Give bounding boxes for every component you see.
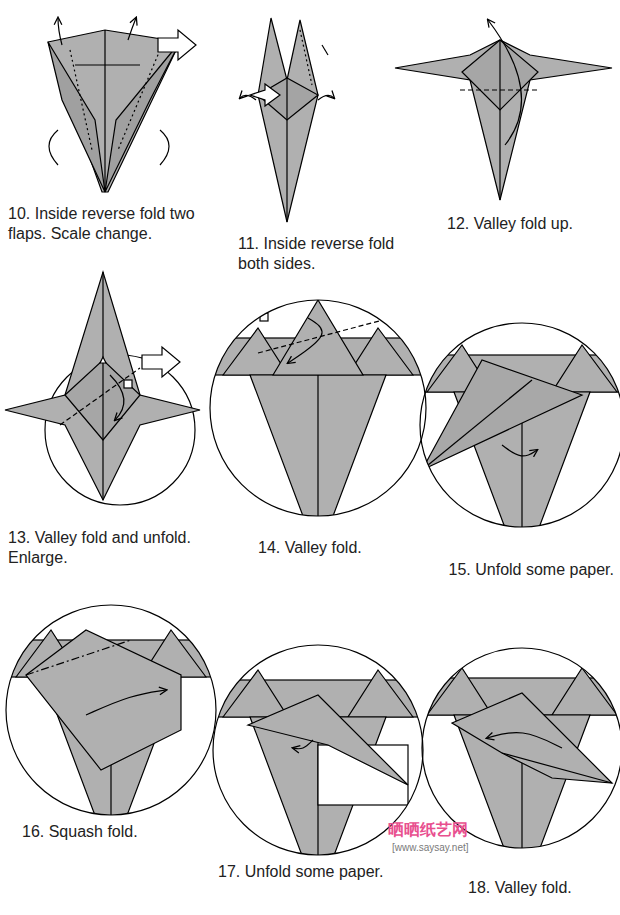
step-caption: 12. Valley fold up. bbox=[447, 214, 573, 234]
step-12-model bbox=[395, 20, 612, 200]
step-caption: 18. Valley fold. bbox=[468, 878, 572, 898]
step-caption: 13. Valley fold and unfold. Enlarge. bbox=[8, 528, 238, 568]
watermark-url: [www.saysay.net] bbox=[392, 842, 469, 855]
enlarged-view bbox=[420, 323, 620, 565]
enlarged-view bbox=[210, 300, 426, 548]
step-11-model bbox=[240, 18, 334, 222]
step-13-model bbox=[5, 272, 200, 505]
step-caption: 16. Squash fold. bbox=[22, 822, 138, 842]
step-caption: 11. Inside reverse fold both sides. bbox=[238, 234, 418, 274]
step-caption: 10. Inside reverse fold two flaps. Scale… bbox=[8, 204, 203, 244]
step-caption: 17. Unfold some paper. bbox=[218, 862, 383, 882]
watermark-title: 晒晒纸艺网 bbox=[388, 820, 468, 840]
step-10-model bbox=[48, 18, 196, 192]
enlarged-view bbox=[213, 645, 423, 890]
step-caption: 15. Unfold some paper. bbox=[449, 560, 614, 580]
step-caption: 14. Valley fold. bbox=[258, 538, 362, 558]
enlarged-view bbox=[6, 605, 216, 850]
